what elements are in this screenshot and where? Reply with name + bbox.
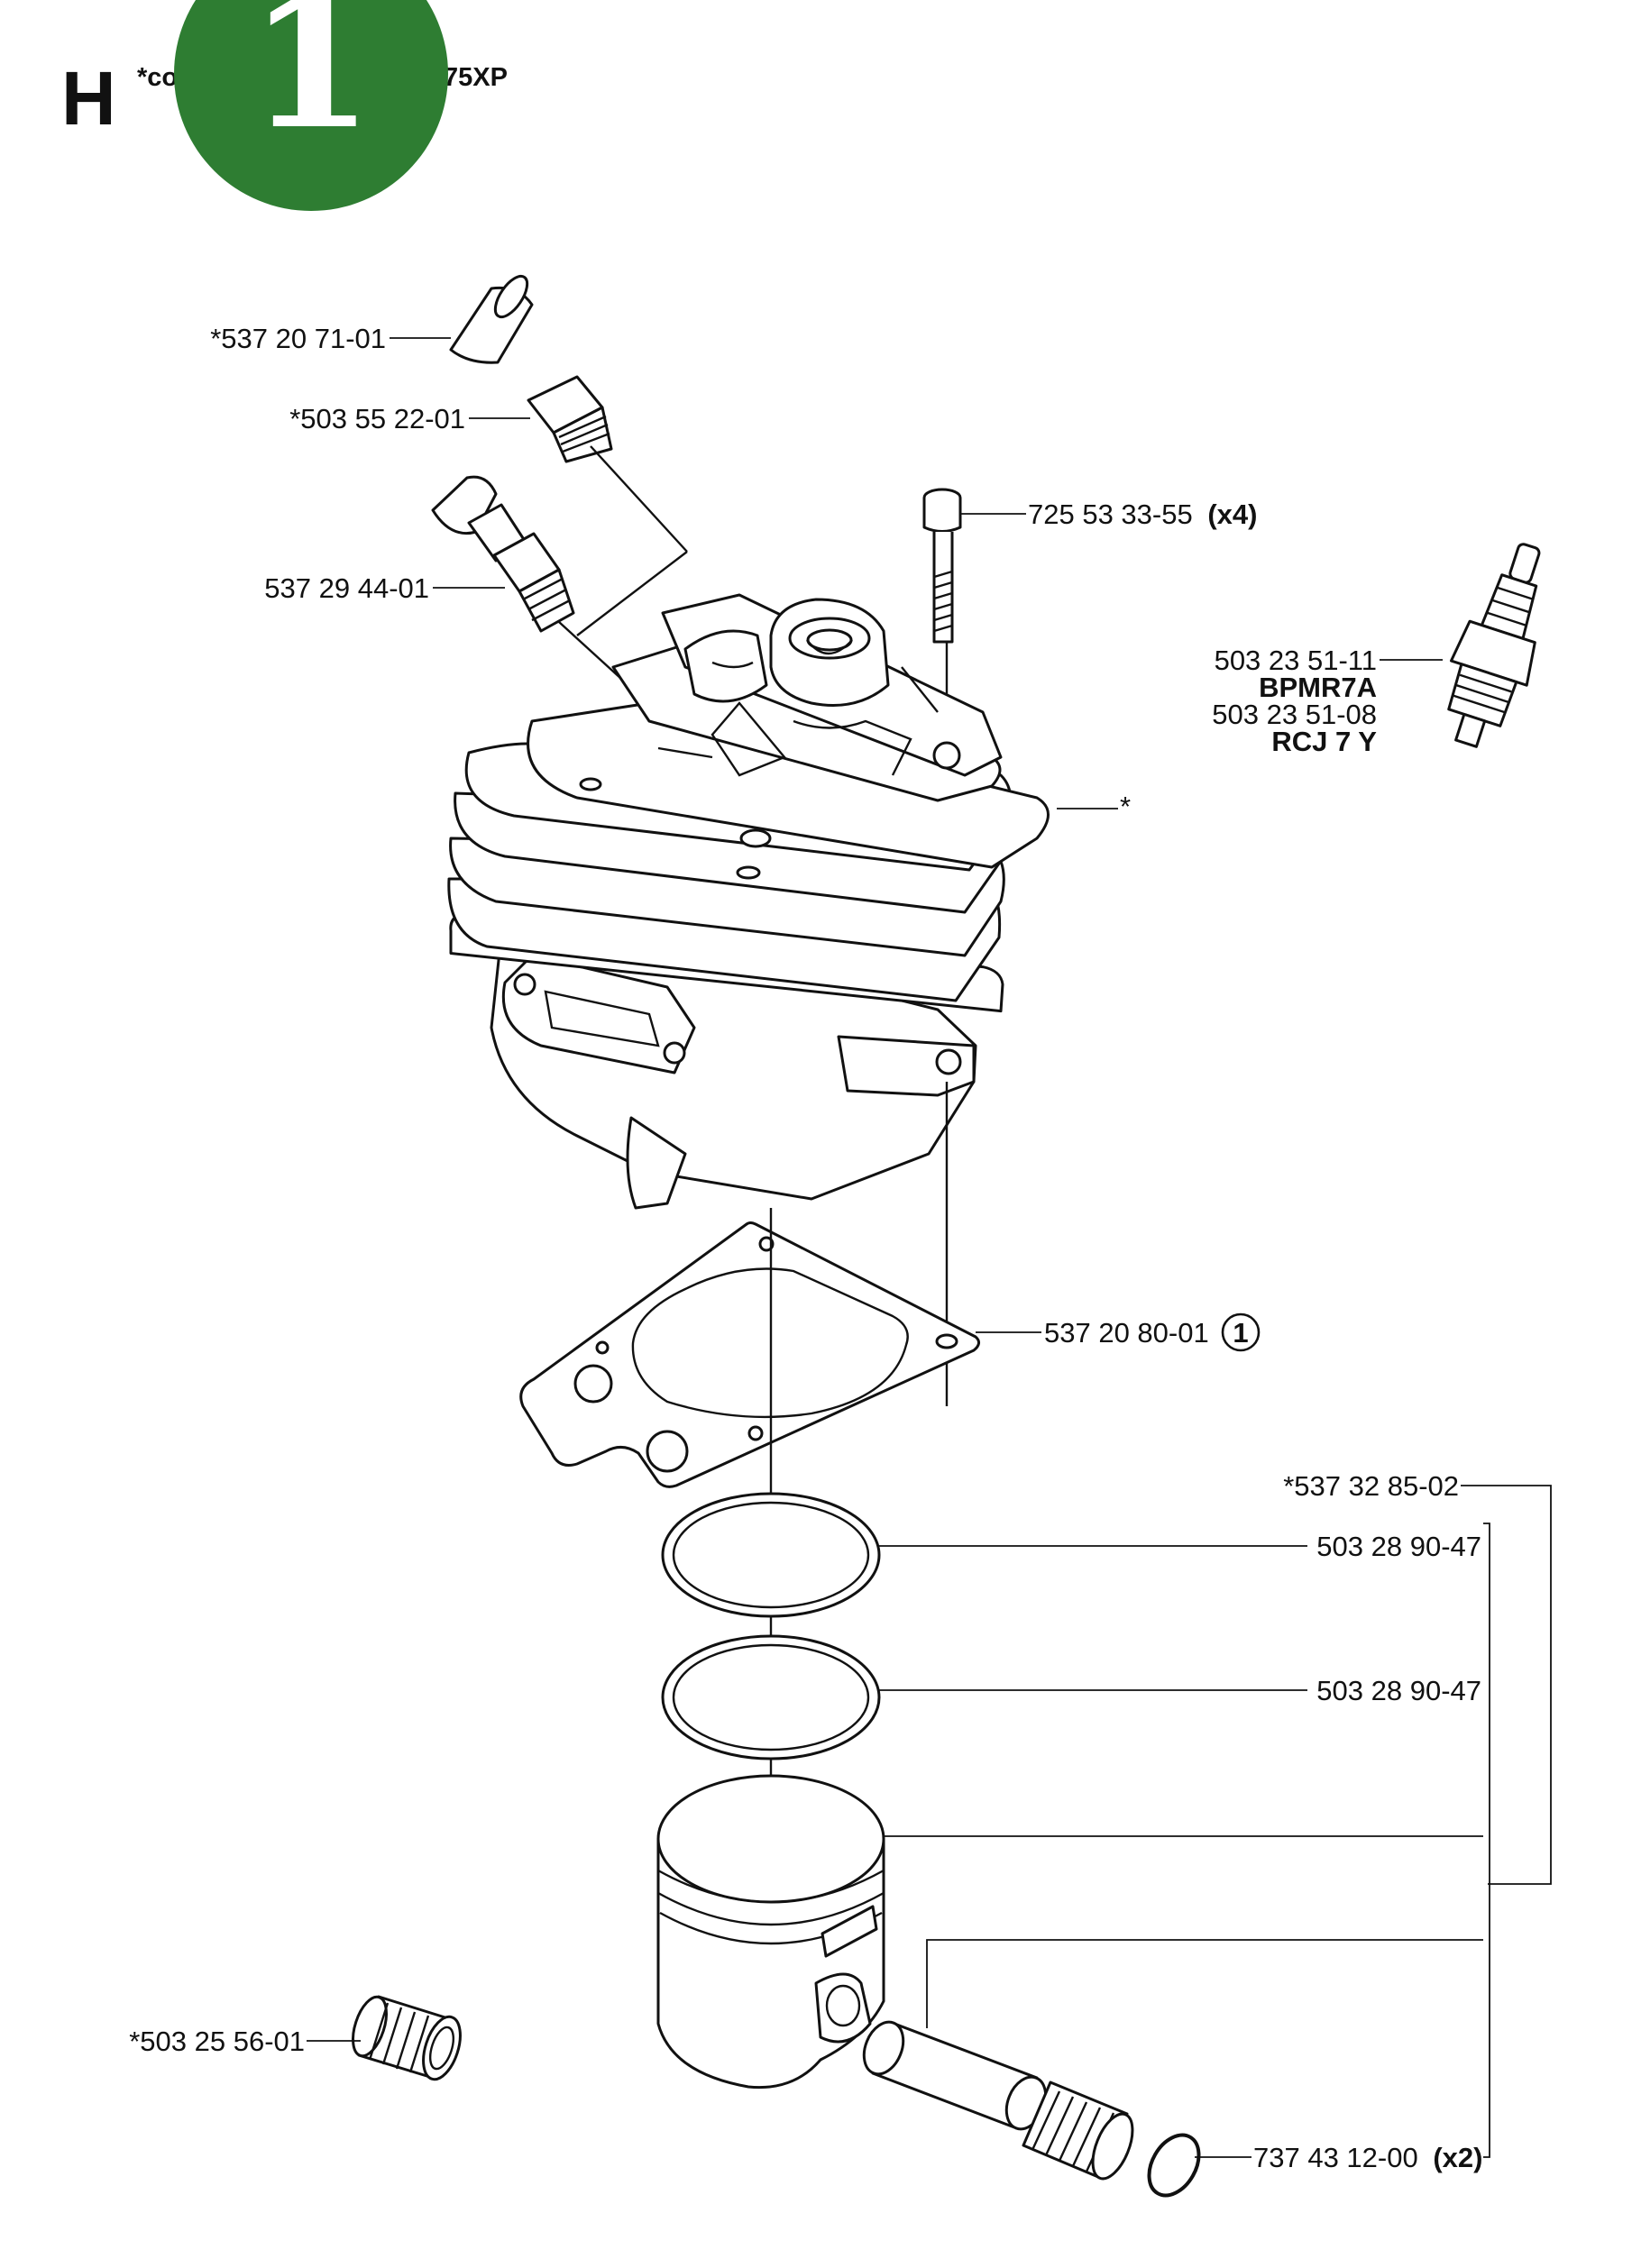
decomp-cap-drawing [449,274,534,364]
base-gasket-ref-number: 1 [1233,1317,1248,1349]
label-ring-1: 503 28 90-47 [1316,1531,1481,1562]
header-note-suffix: 75XP [444,63,508,92]
bolt-part-number: 725 53 33-55 [1028,498,1193,530]
label-base-gasket: 537 20 80-01 [1044,1317,1209,1349]
label-needle-bearing: *503 25 56-01 [129,2026,305,2057]
label-spark-plug-1-type: BPMR7A [1259,672,1377,703]
label-bolt: 725 53 33-55 (x4) [1028,498,1257,530]
label-circlip: 737 43 12-00 (x2) [1253,2142,1482,2173]
label-spark-plug-2: 503 23 51-08 [1212,699,1377,730]
label-spark-plug-1: 503 23 51-11 [1215,645,1377,676]
badge-circle [174,0,448,211]
circlip-quantity: (x2) [1433,2142,1482,2173]
piston-drawing [656,1774,885,2090]
base-gasket-drawing [519,1221,980,1488]
small-end-bearing-drawing [1022,2081,1134,2181]
label-decomp-valve-alt: 537 29 44-01 [264,572,429,604]
label-decomp-cap: *537 20 71-01 [210,323,386,354]
header-note-prefix: *co [137,63,178,92]
label-cylinder-note: * [1120,791,1131,822]
bolt-drawing [922,488,962,644]
section-letter: H [61,56,116,141]
cylinder-drawing [447,593,1050,1210]
decomp-valve-alt-drawing [431,475,575,633]
label-ring-2: 503 28 90-47 [1316,1675,1481,1706]
needle-bearing-drawing [352,1995,462,2081]
label-spark-plug-2-type: RCJ 7 Y [1271,726,1377,757]
badge-number: 1 [248,0,373,169]
circlip-part-number: 737 43 12-00 [1253,2142,1418,2173]
ring-2-drawing [661,1634,881,1760]
spark-plug-drawing [1447,543,1541,748]
label-decomp-valve: *503 55 22-01 [289,403,465,434]
piston-pin-drawing [862,2020,1048,2131]
decomp-valve-drawing [527,375,613,463]
circlip-drawing [1147,2133,1201,2198]
bolt-quantity: (x4) [1207,498,1257,530]
reference-badge: 1 [174,0,448,211]
label-piston-kit: *537 32 85-02 [1283,1470,1459,1502]
ring-1-drawing [661,1492,881,1618]
base-gasket-ref-badge: 1 [1221,1312,1261,1352]
